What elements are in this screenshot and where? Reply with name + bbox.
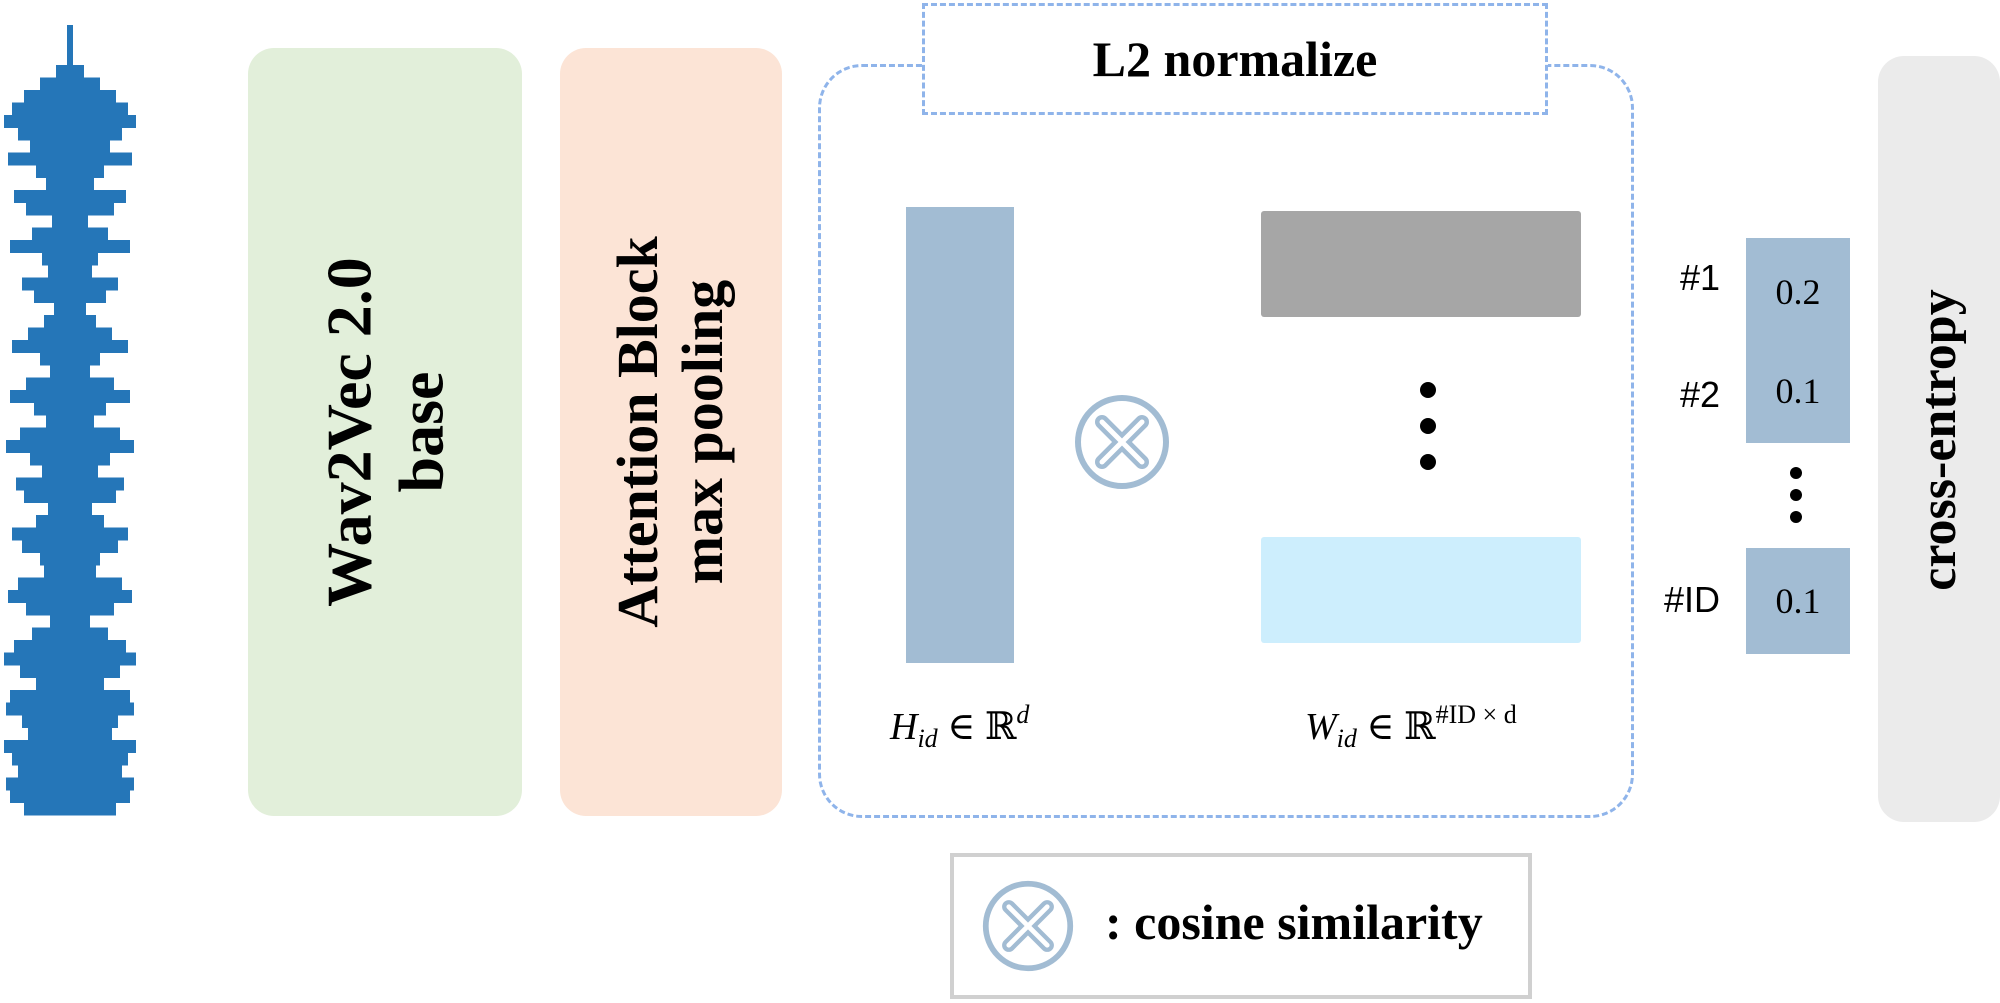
score-value: 0.1 [1775, 581, 1821, 621]
w-set: ∈ ℝ [1366, 706, 1436, 748]
score-cell: 0.2 [1746, 238, 1850, 345]
score-value: 0.1 [1775, 371, 1821, 411]
w-symbol: W [1305, 706, 1337, 748]
w-matrix-last-row [1261, 537, 1581, 643]
h-embedding-label: Hid ∈ ℝd [890, 700, 1029, 754]
w-subscript: id [1336, 724, 1357, 753]
h-subscript: id [917, 724, 938, 753]
w-matrix-first-row [1261, 211, 1581, 317]
score-cell: 0.1 [1746, 548, 1850, 654]
h-embedding-vector [906, 207, 1014, 663]
encoder-label-line-1: Wav2Vec 2.0 [313, 257, 385, 607]
legend-text: : cosine similarity [1105, 894, 1483, 950]
legend-box [950, 853, 1532, 999]
l2-normalize-label-box: L2 normalize [922, 3, 1548, 115]
attention-pooling-block [560, 48, 782, 816]
w-matrix-label: Wid ∈ ℝ#ID × d [1305, 700, 1517, 754]
cross-entropy-block [1878, 56, 2000, 822]
encoder-label-line-2: base [385, 371, 456, 493]
score-value: 0.2 [1775, 271, 1821, 312]
score-cell: 0.1 [1746, 339, 1850, 443]
l2-normalize-label: L2 normalize [1092, 31, 1378, 87]
id-label: #ID [1663, 579, 1720, 620]
pooling-label-line-2: max pooling [670, 279, 735, 585]
w-superscript: #ID × d [1435, 700, 1517, 729]
wav2vec-encoder-block [248, 48, 522, 816]
h-superscript: d [1016, 700, 1030, 729]
score-ellipsis-dot [1790, 467, 1802, 479]
w-ellipsis-dot [1420, 382, 1436, 398]
w-ellipsis-dot [1420, 418, 1436, 434]
h-set: ∈ ℝ [947, 706, 1017, 748]
pooling-label-line-1: Attention Block [605, 236, 671, 628]
audio-waveform [4, 25, 136, 816]
score-ellipsis-dot [1790, 511, 1802, 523]
id-label: #1 [1679, 257, 1720, 298]
cosine-similarity-icon [1075, 395, 1169, 489]
id-label: #2 [1679, 374, 1720, 415]
h-symbol: H [890, 706, 918, 748]
loss-label-text: cross-entropy [1909, 289, 1967, 591]
legend-cosine-similarity-icon [982, 880, 1074, 972]
score-ellipsis-dot [1790, 489, 1802, 501]
w-ellipsis-dot [1420, 454, 1436, 470]
